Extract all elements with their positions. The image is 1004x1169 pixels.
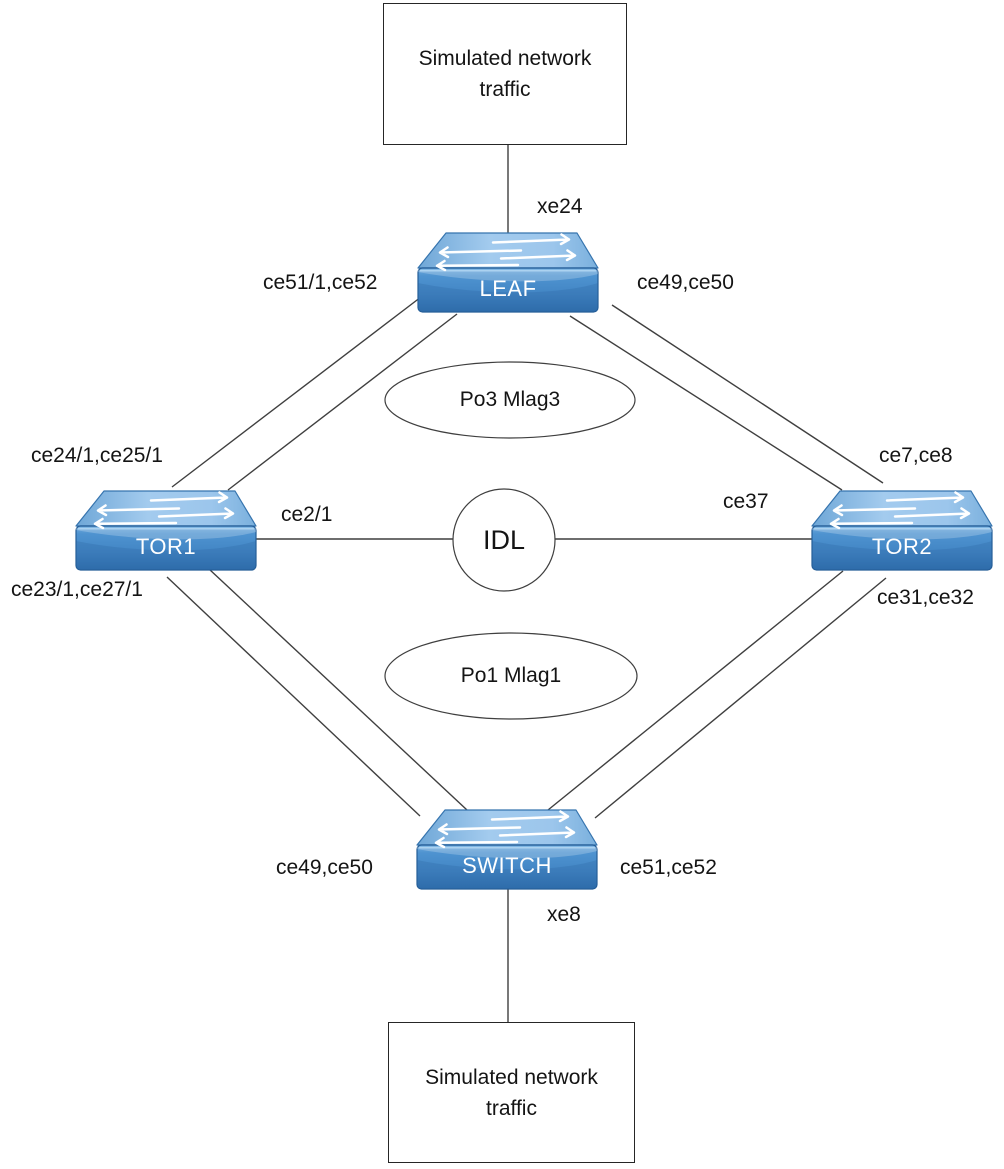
tor1-switch-icon bbox=[75, 489, 257, 571]
edge-tor1-switch-link1 bbox=[208, 568, 468, 811]
edge-tor2-switch-link2 bbox=[594, 577, 887, 819]
traffic-box-top: Simulated network traffic bbox=[383, 3, 627, 145]
port-label-leaf-uplink: xe24 bbox=[537, 195, 583, 218]
traffic-box-top-label: Simulated network traffic bbox=[418, 47, 592, 101]
port-label-tor2-to-idl: ce37 bbox=[723, 490, 769, 513]
idl-circle bbox=[452, 488, 556, 592]
edge-leaf-tor2-link2 bbox=[569, 315, 843, 491]
traffic-box-bottom-label: Simulated network traffic bbox=[425, 1065, 598, 1120]
leaf-switch-icon bbox=[417, 231, 599, 313]
mlag1-ellipse bbox=[384, 632, 638, 720]
edge-leaf-tor1-link1 bbox=[171, 296, 422, 488]
tor2-switch-icon bbox=[811, 489, 993, 571]
edge-leaf-tor1-link2 bbox=[227, 313, 458, 491]
edge-tor1-switch-link2 bbox=[166, 576, 421, 817]
mlag3-ellipse bbox=[384, 361, 636, 439]
idl-label: IDL bbox=[482, 524, 526, 555]
port-label-leaf-to-tor2: ce49,ce50 bbox=[637, 271, 734, 294]
port-label-tor2-to-leaf: ce7,ce8 bbox=[879, 444, 953, 467]
port-label-switch-downlink: xe8 bbox=[547, 903, 581, 926]
mlag3-label: Po3 Mlag3 bbox=[459, 388, 561, 411]
port-label-tor1-to-leaf: ce24/1,ce25/1 bbox=[31, 444, 163, 467]
edge-tor2-switch-link1 bbox=[547, 570, 844, 811]
port-label-tor1-to-idl: ce2/1 bbox=[281, 503, 333, 526]
mlag1-label: Po1 Mlag1 bbox=[460, 664, 562, 687]
port-label-switch-to-tor2: ce51,ce52 bbox=[620, 856, 717, 879]
switch-switch-icon bbox=[416, 808, 598, 890]
traffic-box-bottom: Simulated network traffic bbox=[388, 1022, 635, 1163]
port-label-tor2-to-switch: ce31,ce32 bbox=[877, 586, 974, 609]
port-label-leaf-to-tor1: ce51/1,ce52 bbox=[263, 271, 378, 294]
edge-leaf-tor2-link1 bbox=[611, 304, 884, 484]
port-label-switch-to-tor1: ce49,ce50 bbox=[276, 856, 373, 879]
port-label-tor1-to-switch: ce23/1,ce27/1 bbox=[11, 578, 143, 601]
